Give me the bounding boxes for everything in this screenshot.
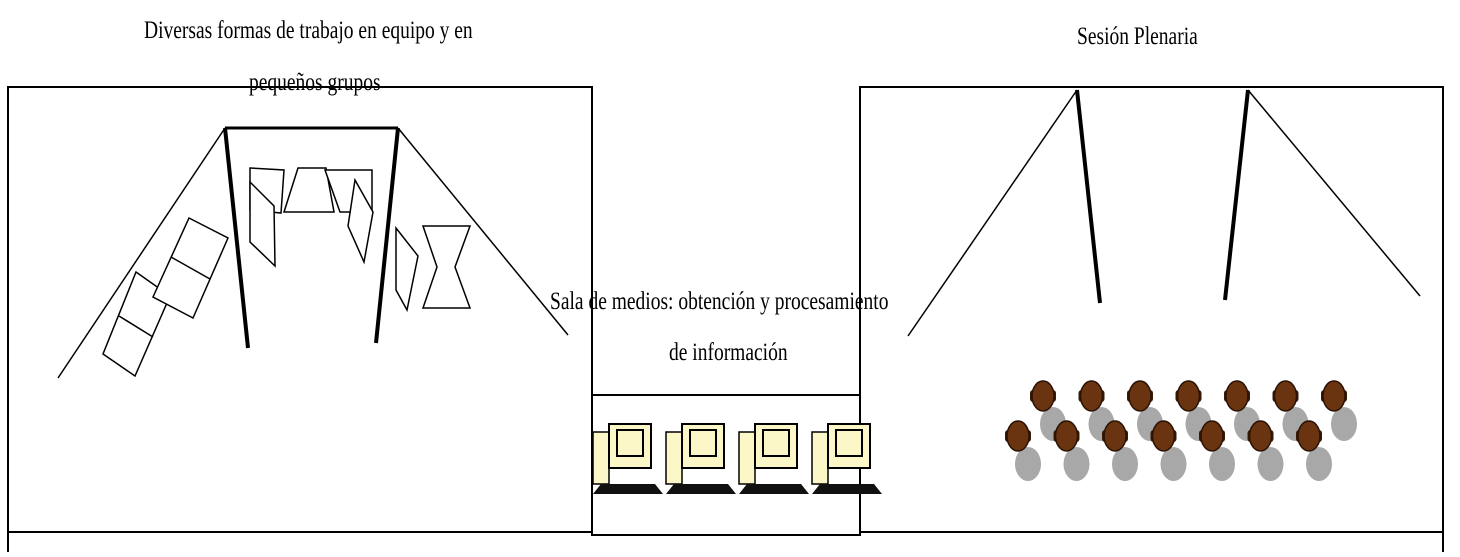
media-room-title-line1: Sala de medios: obtención y procesamient… [550,288,889,315]
team-work-title-line2: pequeños grupos [249,69,381,96]
chair-icon [1102,420,1138,481]
table-divider-1 [118,315,154,338]
stage-right-pillar [374,127,400,344]
stage-right-wall [397,127,569,336]
table-triangle [395,225,419,313]
chair-icon [1272,380,1309,441]
computer-icon [665,423,736,494]
table-divider-2 [170,256,211,280]
plenary-right-wall [1247,89,1421,297]
chair-icon [1321,380,1357,441]
media-room-title-line2: de información [669,339,788,366]
computer-icon [592,423,663,494]
plenary-room [859,86,1444,533]
plenary-right-pillar [1223,89,1250,301]
table-top-center [282,167,335,213]
table-hourglass [421,225,472,309]
plenary-stage [907,89,1421,337]
stage-left-pillar [223,127,250,349]
computer-icon [738,423,809,494]
team-work-room [7,86,593,533]
team-tables [102,167,472,378]
chairs-group [1005,380,1357,481]
table-side-right [347,177,374,265]
stage-left-wall [57,127,226,379]
chair-icon [1127,380,1163,441]
plenary-title: Sesión Plenaria [1077,23,1198,50]
team-work-stage [57,126,569,379]
team-work-title-line1: Diversas formas de trabajo en equipo y e… [144,17,473,44]
chair-icon [1199,420,1235,481]
plenary-left-wall [907,89,1078,337]
chair-icon [1296,420,1332,481]
chair-icon [1150,420,1187,481]
table-side-left [249,180,276,268]
chair-icon [1005,420,1041,481]
computer-icon [811,423,882,494]
chair-icon [1247,420,1284,481]
computers-group [592,423,882,494]
chair-icon [1053,420,1090,481]
plenary-left-pillar [1075,89,1102,304]
